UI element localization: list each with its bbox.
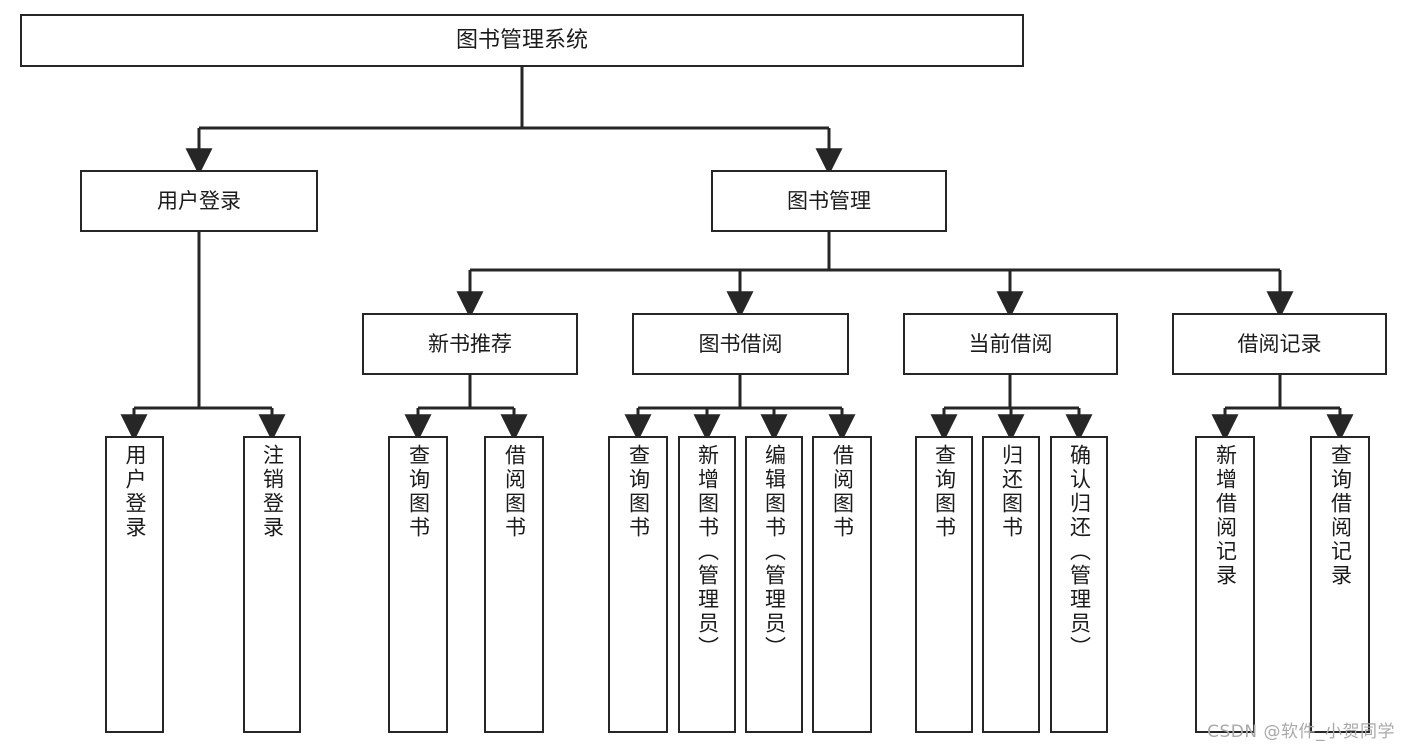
node-leaf-edit-book[interactable]: 编辑图书（管理员）: [745, 436, 803, 733]
node-leaf-user-login-label: 用户登录: [123, 444, 147, 540]
node-user-login[interactable]: 用户登录: [80, 170, 318, 232]
node-leaf-add-borrow-record-label: 新增借阅记录: [1213, 444, 1238, 588]
node-leaf-add-book-label: 新增图书（管理员）: [695, 444, 720, 660]
node-leaf-user-login[interactable]: 用户登录: [105, 436, 164, 733]
node-leaf-confirm-return-label: 确认归还（管理员）: [1067, 444, 1092, 660]
node-book-management-label: 图书管理: [787, 188, 871, 213]
node-leaf-query-book-rec-label: 查询图书: [406, 444, 431, 540]
node-leaf-borrow-book-rec-label: 借阅图书: [502, 444, 527, 540]
node-new-book-recommend-label: 新书推荐: [428, 331, 512, 356]
node-leaf-add-book[interactable]: 新增图书（管理员）: [678, 436, 736, 733]
node-borrow-record[interactable]: 借阅记录: [1172, 313, 1387, 375]
node-current-borrow[interactable]: 当前借阅: [903, 313, 1118, 375]
node-leaf-query-book-current-label: 查询图书: [932, 444, 957, 540]
node-root[interactable]: 图书管理系统: [20, 14, 1024, 67]
node-leaf-borrow-book-label: 借阅图书: [830, 444, 855, 540]
node-leaf-confirm-return[interactable]: 确认归还（管理员）: [1050, 436, 1108, 733]
node-book-management[interactable]: 图书管理: [711, 170, 947, 232]
node-leaf-query-book-rec[interactable]: 查询图书: [388, 436, 448, 733]
node-current-borrow-label: 当前借阅: [968, 331, 1053, 356]
node-book-borrow-label: 图书借阅: [698, 331, 783, 356]
node-root-label: 图书管理系统: [455, 27, 588, 53]
node-leaf-query-book-current[interactable]: 查询图书: [915, 436, 973, 733]
node-leaf-query-borrow-record[interactable]: 查询借阅记录: [1310, 436, 1370, 733]
node-leaf-return-book[interactable]: 归还图书: [982, 436, 1040, 733]
node-book-borrow[interactable]: 图书借阅: [632, 313, 849, 375]
node-leaf-query-book-borrow-label: 查询图书: [626, 444, 651, 540]
node-leaf-borrow-book[interactable]: 借阅图书: [812, 436, 872, 733]
node-leaf-query-book-borrow[interactable]: 查询图书: [608, 436, 668, 733]
node-new-book-recommend[interactable]: 新书推荐: [362, 313, 578, 375]
watermark-text: CSDN @软件_小贺同学: [1207, 722, 1395, 742]
node-leaf-return-book-label: 归还图书: [999, 444, 1024, 540]
node-leaf-logout-label: 注销登录: [260, 444, 285, 540]
node-borrow-record-label: 借阅记录: [1237, 331, 1322, 356]
node-leaf-borrow-book-rec[interactable]: 借阅图书: [484, 436, 544, 733]
node-leaf-add-borrow-record[interactable]: 新增借阅记录: [1195, 436, 1255, 733]
node-user-login-label: 用户登录: [157, 188, 241, 213]
node-leaf-query-borrow-record-label: 查询借阅记录: [1328, 444, 1353, 588]
node-leaf-logout[interactable]: 注销登录: [243, 436, 301, 733]
node-leaf-edit-book-label: 编辑图书（管理员）: [762, 444, 787, 660]
